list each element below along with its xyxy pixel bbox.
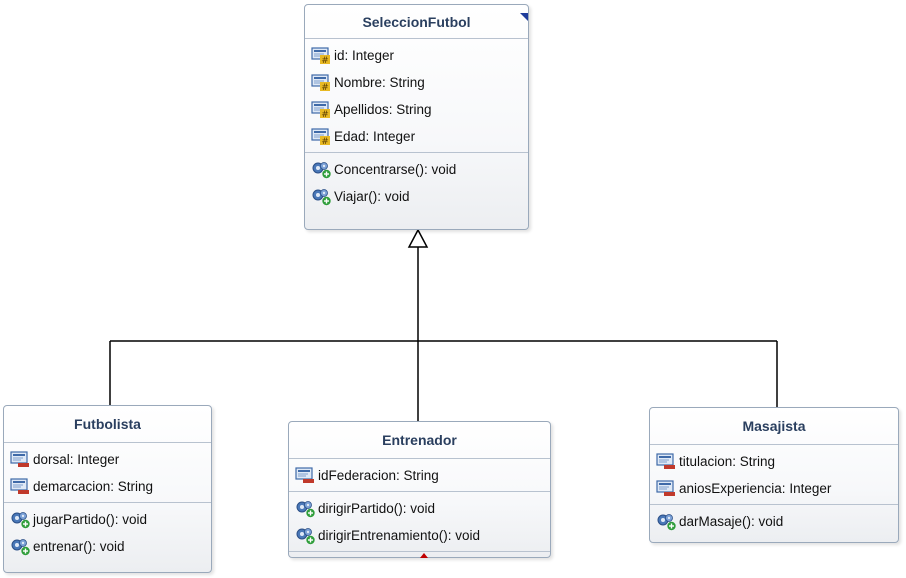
field-protected-icon: # <box>311 73 333 93</box>
field-private-icon <box>10 450 32 469</box>
field-private-icon <box>295 466 317 485</box>
attribute-label: Nombre: String <box>334 75 425 90</box>
inheritance-arrowhead <box>407 228 429 248</box>
attribute-row[interactable]: # Edad: Integer <box>305 123 528 150</box>
attribute-label: aniosExperiencia: Integer <box>679 481 832 496</box>
attributes-compartment: dorsal: Integer demarcacion: String <box>4 443 211 503</box>
method-row[interactable]: Concentrarse(): void <box>305 156 528 183</box>
method-public-icon <box>10 511 32 529</box>
method-label: Viajar(): void <box>334 189 410 204</box>
class-name: Entrenador <box>289 422 550 459</box>
attribute-label: demarcacion: String <box>33 479 154 494</box>
method-public-icon <box>311 188 333 206</box>
attribute-row[interactable]: titulacion: String <box>650 448 898 475</box>
field-private-icon <box>656 479 678 498</box>
attribute-label: Edad: Integer <box>334 129 416 144</box>
method-label: entrenar(): void <box>33 539 125 554</box>
attribute-label: Apellidos: String <box>334 102 432 117</box>
attribute-label: id: Integer <box>334 48 395 63</box>
methods-compartment: darMasaje(): void <box>650 505 898 537</box>
method-public-icon <box>295 500 317 518</box>
field-protected-icon: # <box>311 46 333 66</box>
method-public-icon <box>295 527 317 545</box>
class-name: SeleccionFutbol <box>305 5 528 39</box>
field-protected-icon: # <box>311 127 333 147</box>
class-name: Futbolista <box>4 406 211 443</box>
method-label: darMasaje(): void <box>679 514 784 529</box>
method-label: Concentrarse(): void <box>334 162 457 177</box>
methods-compartment: dirigirPartido(): void dirigirEntrenamien… <box>289 492 550 552</box>
attribute-row[interactable]: # Nombre: String <box>305 69 528 96</box>
method-row[interactable]: darMasaje(): void <box>650 508 898 535</box>
attribute-row[interactable]: # id: Integer <box>305 42 528 69</box>
method-label: dirigirEntrenamiento(): void <box>318 528 481 543</box>
method-label: dirigirPartido(): void <box>318 501 436 516</box>
method-row[interactable]: dirigirEntrenamiento(): void <box>289 522 550 549</box>
attribute-label: titulacion: String <box>679 454 776 469</box>
svg-text:#: # <box>321 137 329 146</box>
svg-text:#: # <box>321 83 329 92</box>
bottom-marker-icon <box>420 553 428 558</box>
method-row[interactable]: Viajar(): void <box>305 183 528 210</box>
attributes-compartment: titulacion: String aniosExperiencia: Inte… <box>650 445 898 505</box>
attribute-label: dorsal: Integer <box>33 452 120 467</box>
class-futbolista[interactable]: Futbolista dorsal: Integer demarcacion: S… <box>3 405 212 573</box>
method-public-icon <box>656 513 678 531</box>
class-entrenador[interactable]: Entrenador idFederacion: String dirigirP… <box>288 421 551 558</box>
field-protected-icon: # <box>311 100 333 120</box>
class-masajista[interactable]: Masajista titulacion: String aniosExperie… <box>649 407 899 543</box>
attribute-label: idFederacion: String <box>318 468 439 483</box>
svg-text:#: # <box>321 110 329 119</box>
attribute-row[interactable]: demarcacion: String <box>4 473 211 500</box>
field-private-icon <box>656 452 678 471</box>
field-private-icon <box>10 477 32 496</box>
corner-marker-icon <box>520 13 528 21</box>
attribute-row[interactable]: aniosExperiencia: Integer <box>650 475 898 502</box>
attributes-compartment: idFederacion: String <box>289 459 550 492</box>
attributes-compartment: # id: Integer # Nombre: String # Apellidos: S… <box>305 39 528 153</box>
attribute-row[interactable]: dorsal: Integer <box>4 446 211 473</box>
class-seleccion-futbol[interactable]: SeleccionFutbol # id: Integer # Nombre: Str… <box>304 4 529 230</box>
method-public-icon <box>10 538 32 556</box>
methods-compartment: jugarPartido(): void entrenar(): void <box>4 503 211 562</box>
svg-text:#: # <box>321 56 329 65</box>
attribute-row[interactable]: idFederacion: String <box>289 462 550 489</box>
method-label: jugarPartido(): void <box>33 512 148 527</box>
attribute-row[interactable]: # Apellidos: String <box>305 96 528 123</box>
method-row[interactable]: entrenar(): void <box>4 533 211 560</box>
method-row[interactable]: jugarPartido(): void <box>4 506 211 533</box>
method-row[interactable]: dirigirPartido(): void <box>289 495 550 522</box>
method-public-icon <box>311 161 333 179</box>
class-name: Masajista <box>650 408 898 445</box>
